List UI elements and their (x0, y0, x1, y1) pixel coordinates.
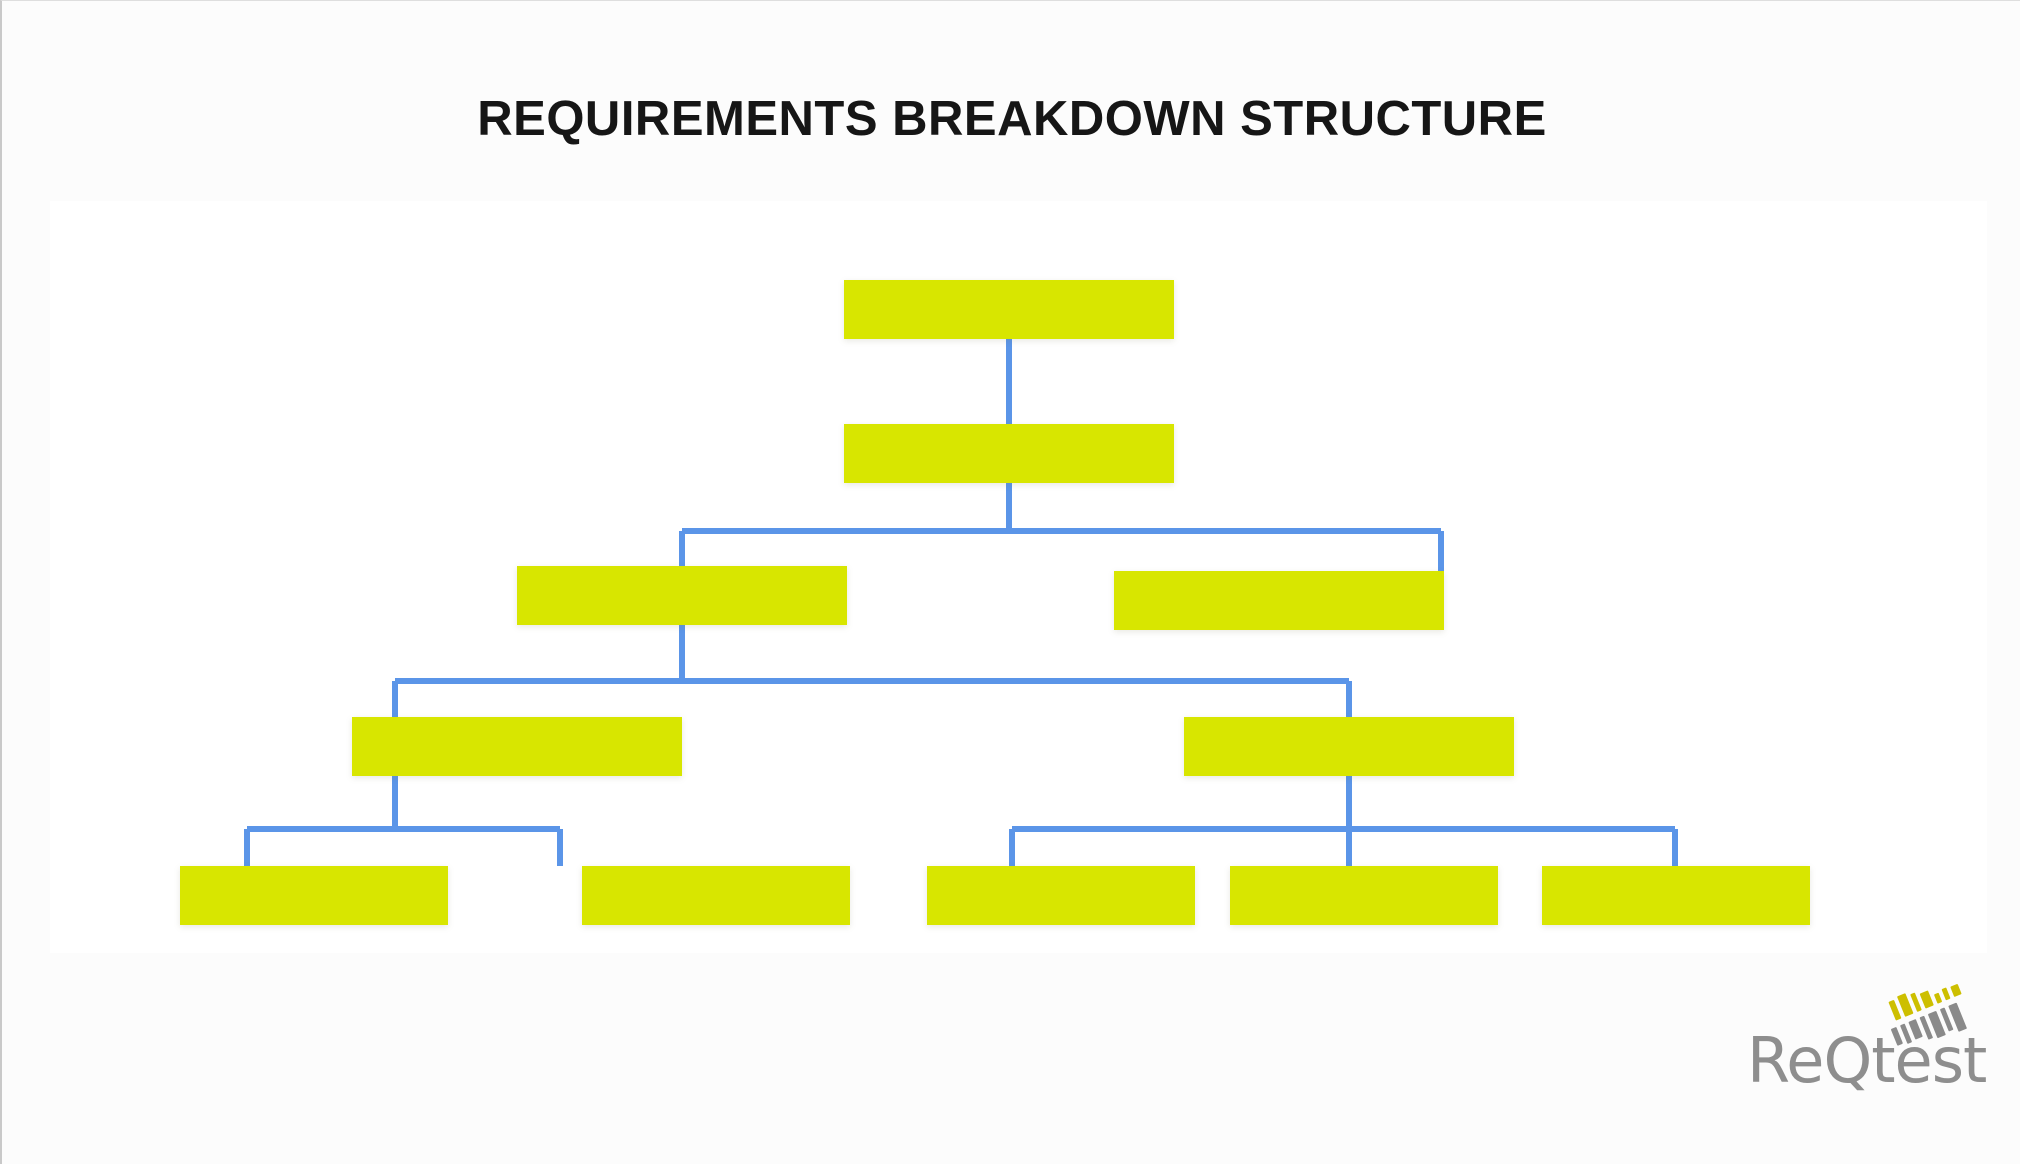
rbs-node-n8[interactable] (582, 866, 850, 925)
edge-bus-level3 (679, 483, 1444, 571)
reqtest-barcode-mark (1888, 984, 1967, 1046)
rbs-node-n5[interactable] (352, 717, 682, 776)
rbs-node-n11[interactable] (1542, 866, 1810, 925)
connector-lines (244, 339, 1678, 866)
rbs-node-n3[interactable] (517, 566, 847, 625)
reqtest-logo: ReQtest (1747, 976, 1997, 1096)
page-title: REQUIREMENTS BREAKDOWN STRUCTURE (477, 92, 1547, 146)
reqtest-wordmark: ReQtest (1747, 1024, 1987, 1097)
rbs-node-n10[interactable] (1230, 866, 1498, 925)
rbs-node-n7[interactable] (180, 866, 448, 925)
diagram-panel (50, 201, 1987, 953)
rbs-node-n1[interactable] (844, 280, 1174, 339)
rbs-node-n4[interactable] (1114, 571, 1444, 630)
rbs-node-n2[interactable] (844, 424, 1174, 483)
edge-bus-level5-left (244, 776, 563, 866)
rbs-node-n6[interactable] (1184, 717, 1514, 776)
rbs-node-n9[interactable] (927, 866, 1195, 925)
edge-bus-level5-right (1009, 776, 1678, 866)
edge-bus-level4 (392, 625, 1352, 717)
